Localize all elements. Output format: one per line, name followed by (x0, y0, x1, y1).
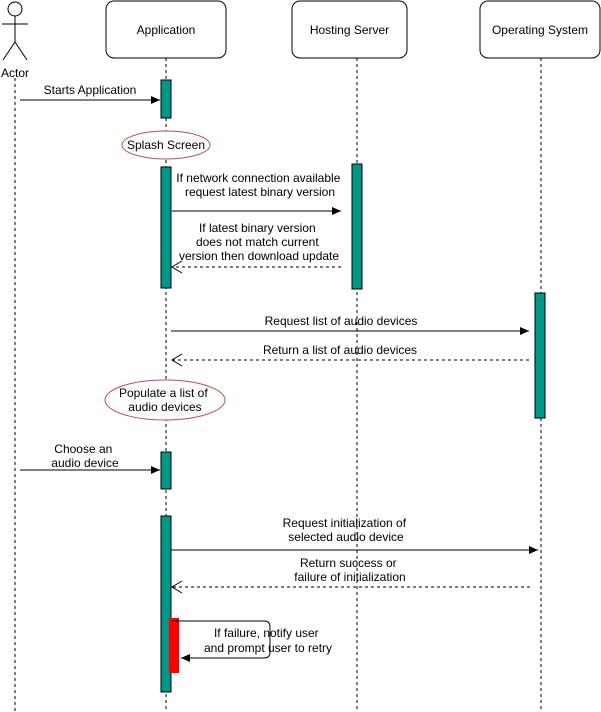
participant-hosting-server-label: Hosting Server (310, 23, 389, 37)
activation-app-failure (169, 618, 179, 673)
message-line: does not match current (196, 235, 319, 249)
participant-application-label: Application (137, 23, 196, 37)
arrowhead-open (171, 580, 183, 594)
actor-icon (2, 1, 28, 61)
activation-server-1 (351, 163, 363, 290)
message-label-request-latest-binary: If network connection available request … (176, 171, 343, 199)
message-line: If failure, notify user (214, 626, 319, 640)
actor-label: Actor (1, 66, 29, 80)
message-label-request-audio-devices: Request list of audio devices (265, 314, 418, 328)
activation-app-3 (160, 451, 172, 490)
message-label-return-audio-devices: Return a list of audio devices (263, 343, 417, 357)
message-line: If latest binary version (199, 221, 316, 235)
message-line: Return success or (300, 556, 397, 570)
activation-app-2 (160, 166, 172, 289)
note-label-splash-screen: Splash Screen (127, 138, 205, 152)
note-label-populate-audio-devices: Populate a list of audio devices (119, 386, 211, 414)
message-line: Choose an (54, 442, 112, 456)
arrowhead-open (171, 260, 183, 274)
activation-os-1 (534, 292, 546, 419)
message-line: and prompt user to retry (204, 641, 332, 655)
message-line: request latest binary version (185, 185, 335, 199)
message-label-download-update: If latest binary version does not match … (179, 221, 339, 263)
message-arrow-failure-retry (172, 620, 271, 662)
arrowhead-open (171, 353, 183, 367)
message-label-starts-application: Starts Application (44, 83, 137, 97)
message-line: audio device (51, 456, 119, 470)
message-label-choose-audio-device: Choose an audio device (51, 442, 119, 470)
participant-operating-system-box (479, 0, 601, 59)
message-line: version then download update (179, 249, 339, 263)
message-label-return-initialization: Return success or failure of initializat… (294, 556, 405, 584)
note-line: audio devices (128, 400, 201, 414)
note-populate-audio-devices (104, 379, 226, 421)
activation-app-1 (160, 79, 172, 119)
participant-hosting-server-box (291, 0, 408, 59)
note-splash-screen (121, 130, 211, 160)
message-line: Request initialization of (283, 516, 407, 530)
message-line: If network connection available (176, 171, 340, 185)
participant-application-box (105, 0, 227, 59)
activation-app-4 (160, 515, 172, 693)
note-line: Populate a list of (119, 386, 208, 400)
message-label-failure-retry: If failure, notify user and prompt user … (204, 626, 332, 655)
message-label-request-initialization: Request initialization of selected audio… (283, 516, 410, 544)
message-line: failure of initialization (294, 570, 405, 584)
participant-operating-system-label: Operating System (492, 23, 588, 37)
message-line: selected audio device (288, 530, 404, 544)
